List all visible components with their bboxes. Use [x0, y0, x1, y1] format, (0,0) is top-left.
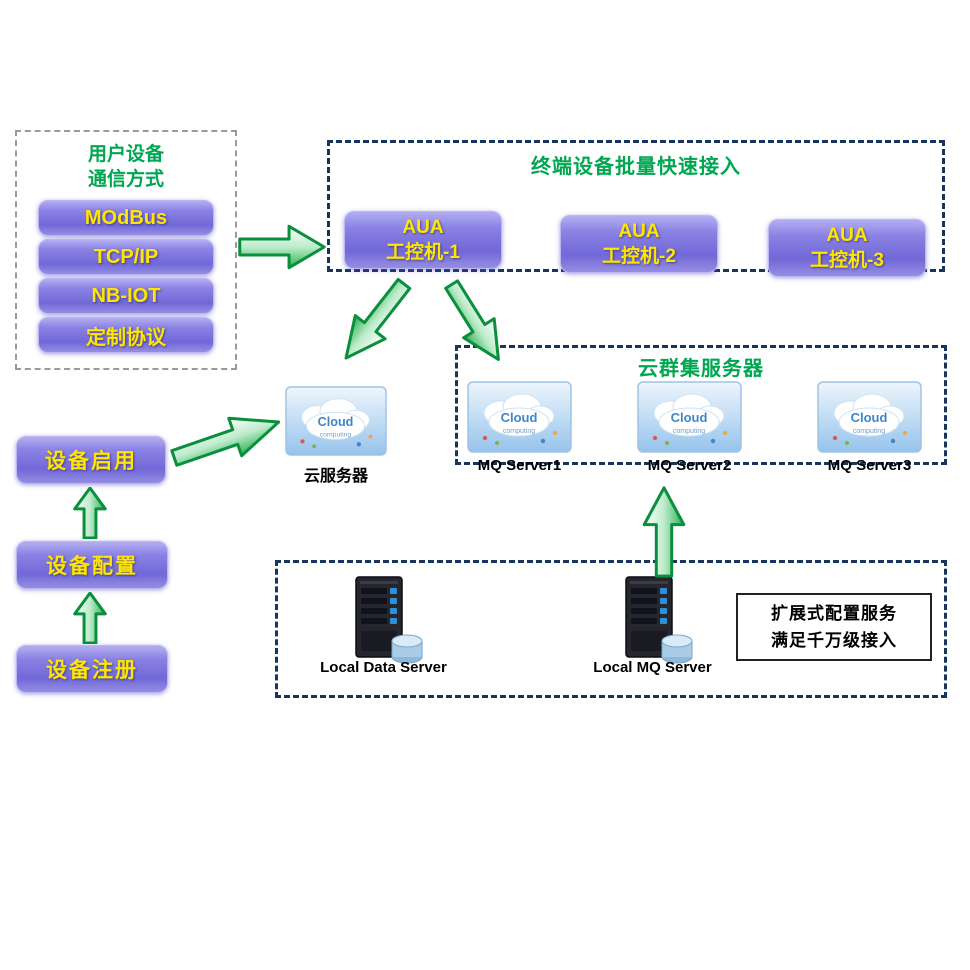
arrow-aua1-to-cluster [434, 272, 517, 371]
device-config-label: 设备配置 [46, 555, 138, 578]
mq-server-1-label: MQ Server1 [477, 457, 562, 474]
aua-node-1-line1: AUA [402, 217, 444, 238]
scale-note-line1: 扩展式配置服务 [771, 604, 897, 623]
arrow-aua1-to-cloud-server [328, 269, 421, 372]
aua-node-1: AUA 工控机-1 [344, 211, 502, 269]
mq-server-3-label: MQ Server3 [827, 457, 912, 474]
cloud-cluster-title: 云群集服务器 [638, 358, 764, 380]
protocol-node-tcpip-label: TCP/IP [93, 245, 159, 268]
protocol-node-tcpip: TCP/IP [38, 239, 214, 275]
user-device-title-line2: 通信方式 [87, 169, 164, 190]
protocol-node-modbus-label: MOdBus [84, 206, 168, 229]
user-device-panel: 用户设备 通信方式 MOdBus TCP/IP NB-IOT 定制协议 [15, 130, 237, 370]
local-server-panel: Local Data Server Local MQ Server 扩展式配置服… [275, 560, 947, 698]
device-register-label: 设备注册 [46, 659, 138, 682]
protocol-node-custom-label: 定制协议 [86, 326, 166, 349]
local-data-server-icon [340, 575, 424, 667]
local-data-server-label: Local Data Server [320, 659, 447, 676]
device-enable-label: 设备启用 [45, 450, 137, 473]
arrow-localmq-to-mqserver2 [642, 486, 686, 578]
terminal-access-panel: 终端设备批量快速接入 AUA 工控机-1 AUA 工控机-2 AUA 工控机-3 [327, 140, 945, 277]
mq-server-2-cloud-icon [637, 381, 742, 453]
protocol-node-nbiot-label: NB-IOT [91, 284, 161, 307]
protocol-node-modbus: MOdBus [38, 200, 214, 236]
user-device-title-line1: 用户设备 [87, 144, 164, 165]
cloud-server-label: 云服务器 [303, 468, 368, 485]
mq-server-3-cloud-icon [817, 381, 922, 453]
aua-node-2-line1: AUA [618, 221, 660, 242]
arrow-protocols-to-aua1 [238, 224, 326, 270]
device-register-node: 设备注册 [16, 645, 168, 693]
aua-node-2: AUA 工控机-2 [560, 215, 718, 273]
local-mq-server-icon [610, 575, 694, 667]
aua-node-3-line2: 工控机-3 [810, 250, 884, 271]
cloud-server-icon [285, 385, 387, 457]
scale-note-line2: 满足千万级接入 [771, 631, 897, 650]
scale-note-box: 扩展式配置服务 满足千万级接入 [736, 593, 932, 661]
aua-node-2-line2: 工控机-2 [602, 246, 676, 267]
arrow-config-to-enable [73, 487, 107, 539]
mq-server-2-label: MQ Server2 [647, 457, 732, 474]
arrow-enable-to-cloud-server [165, 400, 288, 479]
arrow-register-to-config [73, 592, 107, 644]
local-mq-server-label: Local MQ Server [593, 659, 712, 676]
device-enable-node: 设备启用 [16, 436, 166, 484]
protocol-node-nbiot: NB-IOT [38, 278, 214, 314]
terminal-access-title: 终端设备批量快速接入 [531, 156, 741, 178]
protocol-node-custom: 定制协议 [38, 317, 214, 353]
cloud-cluster-panel: 云群集服务器 [455, 345, 947, 465]
aua-node-3: AUA 工控机-3 [768, 219, 926, 277]
aua-node-1-line2: 工控机-1 [386, 242, 460, 263]
mq-server-1-cloud-icon [467, 381, 572, 453]
device-config-node: 设备配置 [16, 541, 168, 589]
aua-node-3-line1: AUA [826, 225, 868, 246]
